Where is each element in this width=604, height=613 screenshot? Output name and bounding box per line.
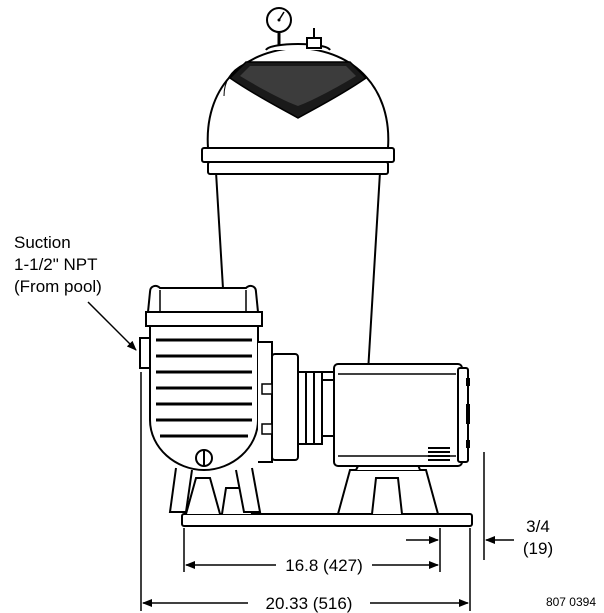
suction-leader-arrow — [87, 301, 137, 351]
overall-dimension: 20.33 (516) — [142, 594, 469, 613]
filter-clamp-band — [201, 147, 395, 163]
base-plate — [181, 513, 473, 527]
motor-body — [333, 363, 463, 467]
dimension-extension-lines — [140, 372, 485, 611]
air-relief-valve — [306, 28, 322, 49]
offset-dimension-fraction: 3/4 — [526, 517, 550, 536]
filter-clamp-ring — [207, 161, 389, 175]
filter-dome-window — [228, 61, 368, 119]
suction-label: Suction 1-1/2" NPT (From pool) — [14, 233, 102, 296]
suction-label-line3: (From pool) — [14, 277, 102, 296]
overall-dimension-label: 20.33 (516) — [266, 594, 353, 613]
motor — [321, 363, 469, 467]
base-dimension: 16.8 (427) — [185, 556, 439, 575]
pump-strainer-housing — [139, 284, 263, 513]
offset-dimension-mm: (19) — [523, 539, 553, 558]
offset-dimension: 3/4 (19) — [406, 517, 553, 558]
pressure-gauge-icon — [266, 7, 292, 46]
motor-vents — [428, 447, 450, 461]
seal-plate-flange — [271, 353, 299, 461]
suction-label-line1: Suction — [14, 233, 71, 252]
strainer-ribs — [156, 338, 252, 438]
strainer-lid — [146, 284, 260, 313]
part-number: 807 0394 — [546, 595, 596, 609]
drain-plug-icon — [195, 449, 213, 467]
suction-label-line2: 1-1/2" NPT — [14, 255, 98, 274]
base-dimension-label: 16.8 (427) — [285, 556, 363, 575]
